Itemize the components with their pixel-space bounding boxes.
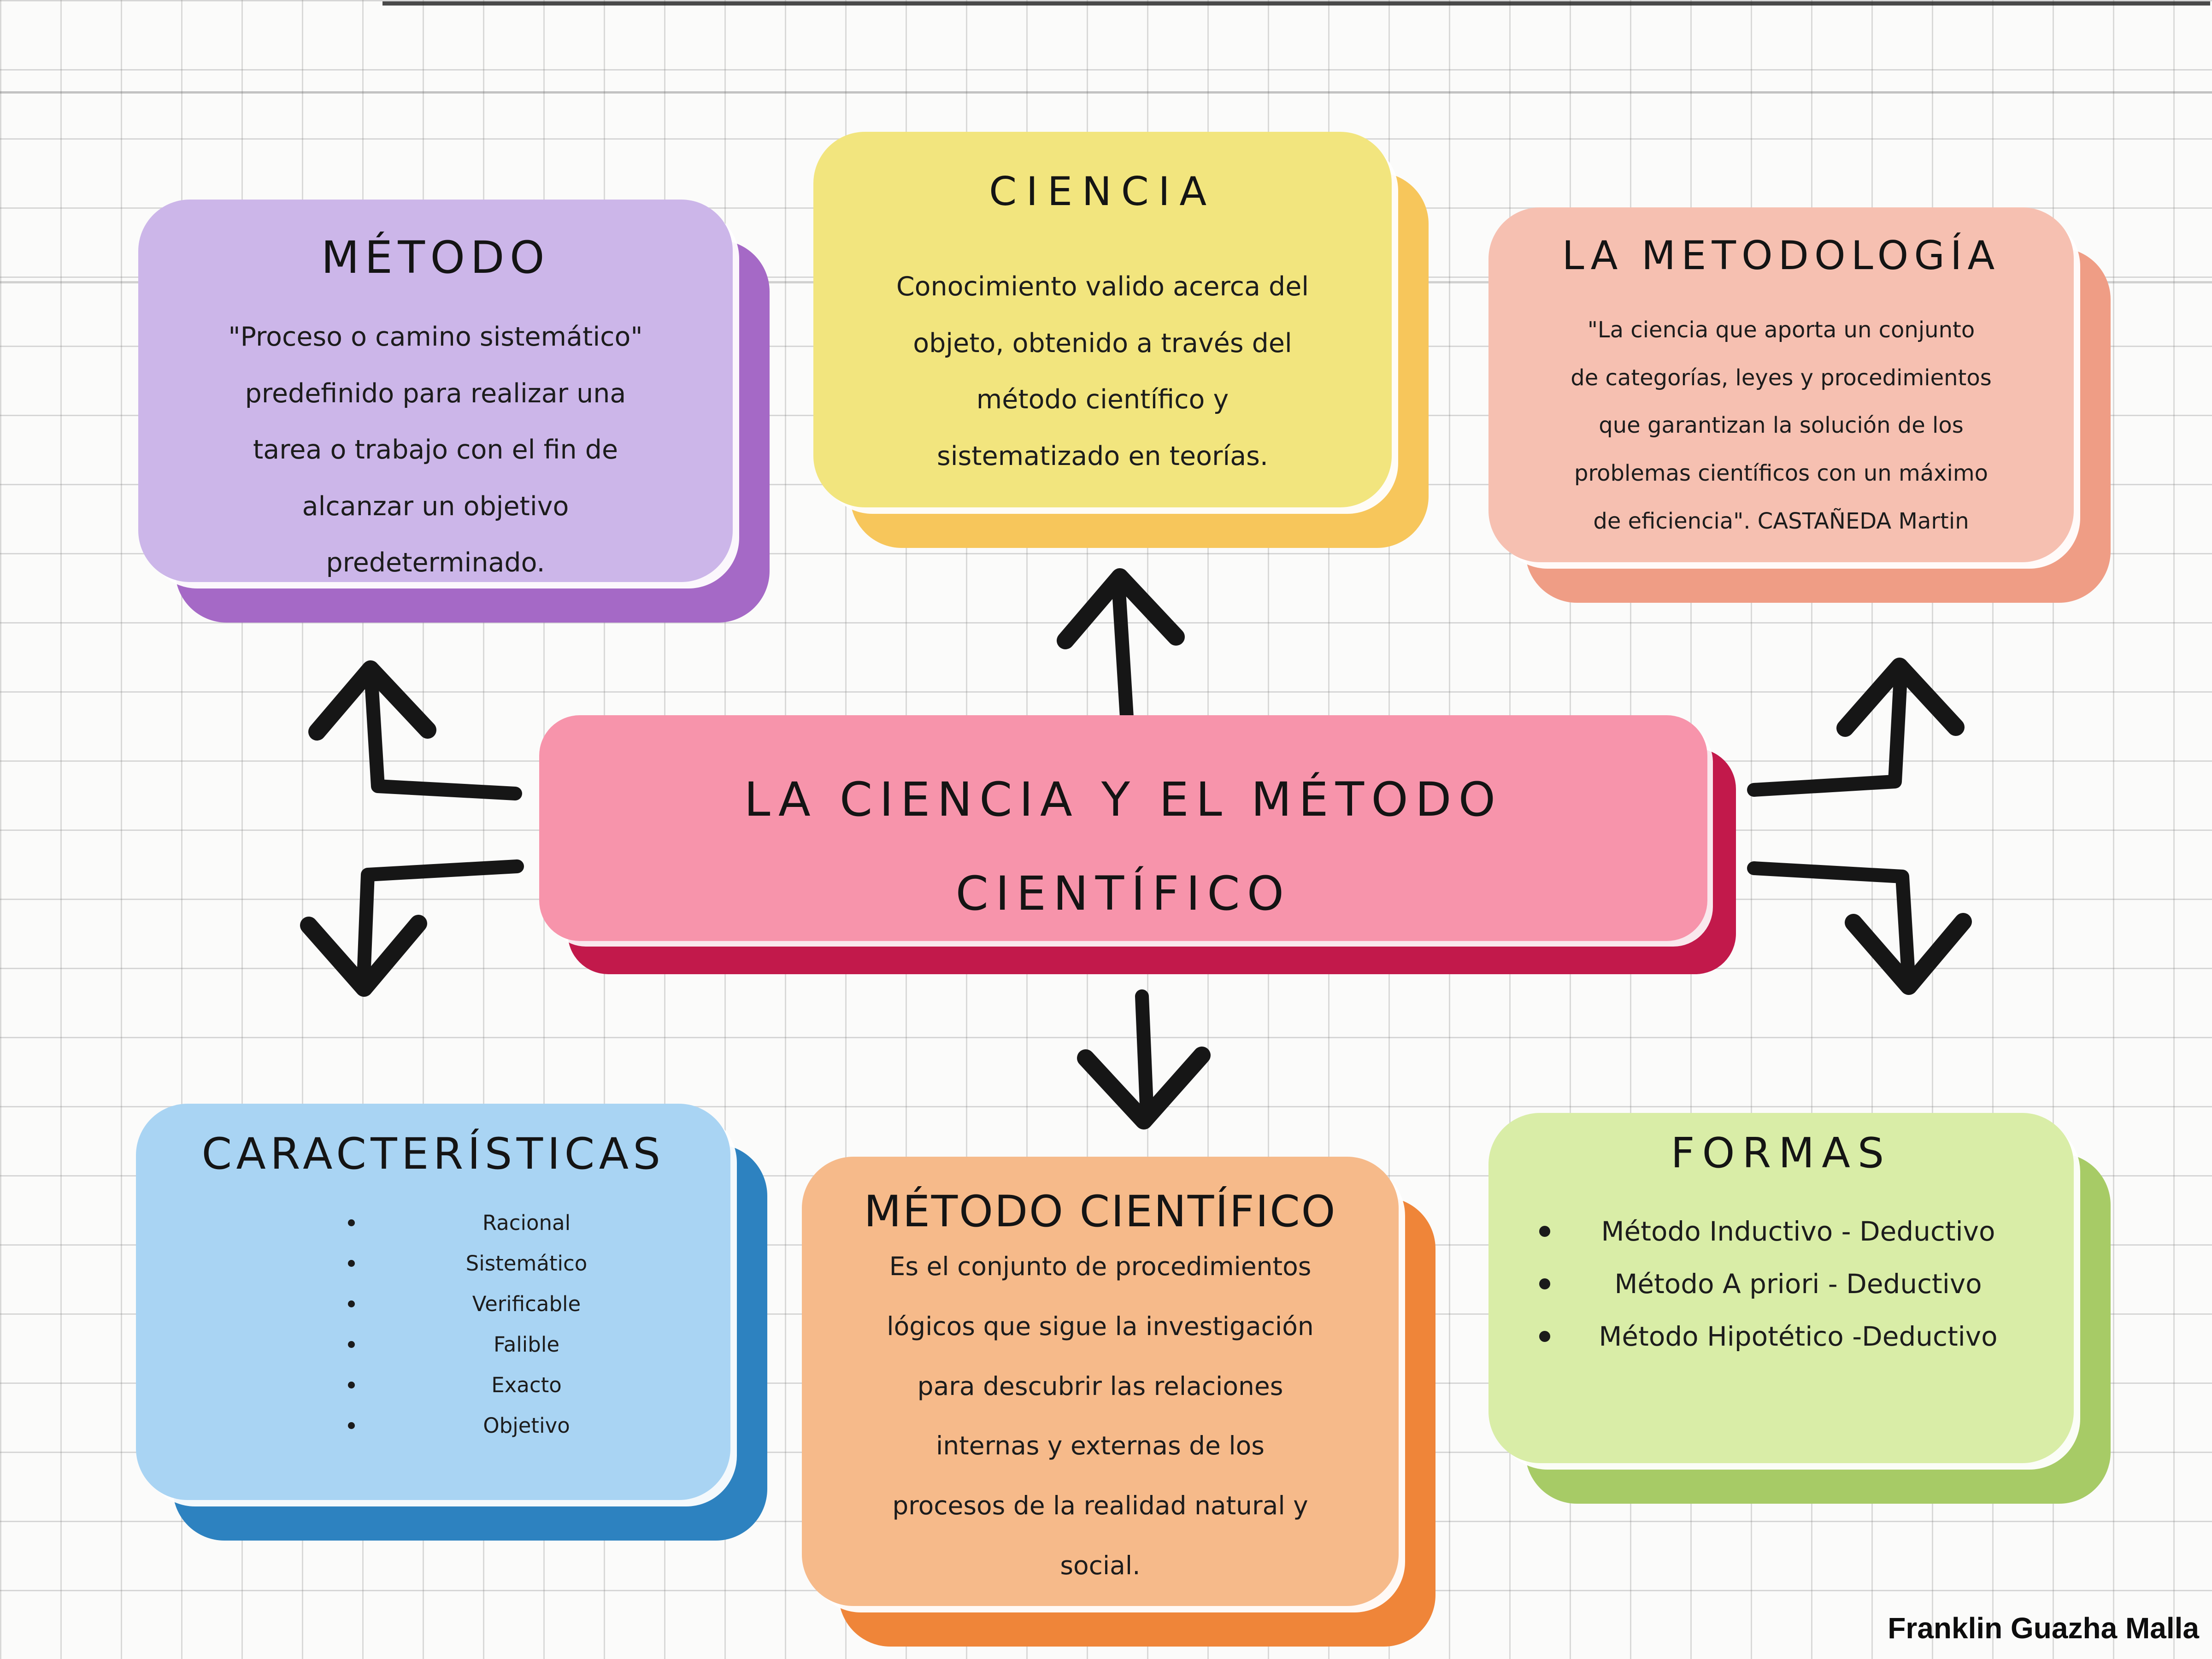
- body-line: problemas científicos con un máximo: [1574, 460, 1988, 487]
- list-item: Sistemático: [136, 1243, 730, 1283]
- node-metodo-face: MÉTODO "Proceso o camino sistemático" pr…: [138, 200, 733, 582]
- top-edge-stroke: [382, 1, 2210, 6]
- body-line: lógicos que sigue la investigación: [887, 1311, 1314, 1341]
- node-caracteristicas-face: CARACTERÍSTICAS Racional Sistemático Ver…: [136, 1104, 730, 1500]
- node-metodo-cientifico-face: MÉTODO CIENTÍFICO Es el conjunto de proc…: [802, 1157, 1399, 1606]
- list-item: Método Hipotético -Deductivo: [1488, 1310, 2074, 1363]
- list-item-label: Método Inductivo - Deductivo: [1601, 1216, 1995, 1247]
- node-metodo: MÉTODO "Proceso o camino sistemático" pr…: [138, 200, 770, 623]
- bullet-icon: [348, 1259, 355, 1267]
- body-line: Conocimiento valido acerca del: [896, 271, 1309, 302]
- list-item-label: Método A priori - Deductivo: [1614, 1268, 1982, 1300]
- node-caracteristicas-title: CARACTERÍSTICAS: [201, 1129, 665, 1179]
- body-line: objeto, obtenido a través del: [913, 328, 1292, 359]
- body-line: método científico y: [976, 384, 1229, 415]
- body-line: internas y externas de los: [936, 1431, 1265, 1461]
- node-central-title: LA CIENCIA Y EL MÉTODO CIENTÍFICO: [539, 715, 1736, 974]
- bullet-icon: [348, 1422, 355, 1429]
- body-line: sistematizado en teorías.: [937, 441, 1268, 471]
- central-title: LA CIENCIA Y EL MÉTODO CIENTÍFICO: [539, 715, 1707, 941]
- body-line: "La ciencia que aporta un conjunto: [1587, 317, 1975, 343]
- caracteristicas-list: Racional Sistemático Verificable Falible…: [136, 1202, 730, 1446]
- bullet-icon: [348, 1381, 355, 1388]
- node-ciencia-body: Conocimiento valido acerca del objeto, o…: [813, 259, 1392, 484]
- node-metodo-cientifico: MÉTODO CIENTÍFICO Es el conjunto de proc…: [802, 1157, 1435, 1647]
- arrow-center-to-caracteristicas: [300, 859, 524, 997]
- list-item-label: Verificable: [472, 1291, 581, 1316]
- body-line: "Proceso o camino sistemático": [228, 322, 643, 352]
- node-metodologia-face: LA METODOLOGÍA "La ciencia que aporta un…: [1488, 207, 2074, 562]
- body-line: tarea o trabajo con el fin de: [253, 435, 618, 465]
- body-line: Es el conjunto de procedimientos: [889, 1252, 1312, 1281]
- node-metodo-title: MÉTODO: [321, 232, 550, 283]
- arrow-center-to-ciencia: [1057, 568, 1185, 731]
- node-ciencia-face: CIENCIA Conocimiento valido acerca del o…: [813, 132, 1392, 507]
- list-item-label: Exacto: [491, 1372, 562, 1397]
- body-line: alcanzar un objetivo: [302, 491, 569, 522]
- node-formas-face: FORMAS Método Inductivo - Deductivo Méto…: [1488, 1113, 2074, 1463]
- node-metodo-cientifico-body: Es el conjunto de procedimientos lógicos…: [802, 1237, 1399, 1596]
- arrow-center-to-metodo: [308, 660, 522, 800]
- list-item-label: Falible: [493, 1332, 560, 1357]
- node-metodologia-body: "La ciencia que aporta un conjunto de ca…: [1488, 306, 2074, 545]
- list-item: Objetivo: [136, 1405, 730, 1446]
- body-line: que garantizan la solución de los: [1599, 412, 1964, 439]
- list-item-label: Sistemático: [465, 1251, 588, 1276]
- bullet-icon: [348, 1300, 355, 1307]
- bullet-icon: [1539, 1331, 1550, 1342]
- node-metodologia: LA METODOLOGÍA "La ciencia que aporta un…: [1488, 207, 2111, 603]
- list-item: Verificable: [136, 1283, 730, 1324]
- body-line: de categorías, leyes y procedimientos: [1571, 365, 1992, 391]
- node-formas-title: FORMAS: [1671, 1129, 1892, 1177]
- node-central-face: LA CIENCIA Y EL MÉTODO CIENTÍFICO: [539, 715, 1707, 941]
- body-line: de eficiencia". CASTAÑEDA Martin: [1593, 508, 1969, 534]
- list-item: Método Inductivo - Deductivo: [1488, 1205, 2074, 1258]
- body-line: social.: [1060, 1550, 1141, 1580]
- list-item-label: Método Hipotético -Deductivo: [1599, 1321, 1998, 1352]
- list-item: Falible: [136, 1324, 730, 1365]
- arrow-center-to-metodologia: [1747, 658, 1965, 797]
- body-line: para descubrir las relaciones: [917, 1371, 1283, 1401]
- bullet-icon: [348, 1341, 355, 1348]
- body-line: predefinido para realizar una: [245, 378, 626, 409]
- node-formas: FORMAS Método Inductivo - Deductivo Méto…: [1488, 1113, 2111, 1504]
- list-item-label: Racional: [482, 1210, 571, 1235]
- central-title-line: LA CIENCIA Y EL MÉTODO: [744, 772, 1503, 827]
- node-ciencia-title: CIENCIA: [989, 169, 1216, 215]
- formas-list: Método Inductivo - Deductivo Método A pr…: [1488, 1205, 2074, 1363]
- body-line: procesos de la realidad natural y: [892, 1491, 1308, 1521]
- list-item: Racional: [136, 1202, 730, 1243]
- central-title-line: CIENTÍFICO: [955, 866, 1291, 921]
- node-metodo-cientifico-title: MÉTODO CIENTÍFICO: [864, 1187, 1337, 1237]
- list-item: Método A priori - Deductivo: [1488, 1258, 2074, 1310]
- bullet-icon: [1539, 1226, 1550, 1237]
- arrow-center-to-formas: [1747, 861, 1972, 995]
- author-attribution: Franklin Guazha Malla: [1888, 1612, 2199, 1645]
- list-item-label: Objetivo: [483, 1413, 570, 1438]
- list-item: Exacto: [136, 1365, 730, 1405]
- body-line: predeterminado.: [326, 547, 545, 578]
- node-caracteristicas: CARACTERÍSTICAS Racional Sistemático Ver…: [136, 1104, 767, 1541]
- bullet-icon: [1539, 1278, 1550, 1289]
- node-ciencia: CIENCIA Conocimiento valido acerca del o…: [813, 132, 1429, 548]
- node-metodo-body: "Proceso o camino sistemático" predefini…: [138, 309, 733, 591]
- arrow-center-to-metodo-cientifico: [1077, 989, 1211, 1130]
- grid-heavy-line-1: [0, 91, 2212, 94]
- bullet-icon: [348, 1219, 355, 1226]
- node-metodologia-title: LA METODOLOGÍA: [1562, 233, 2000, 279]
